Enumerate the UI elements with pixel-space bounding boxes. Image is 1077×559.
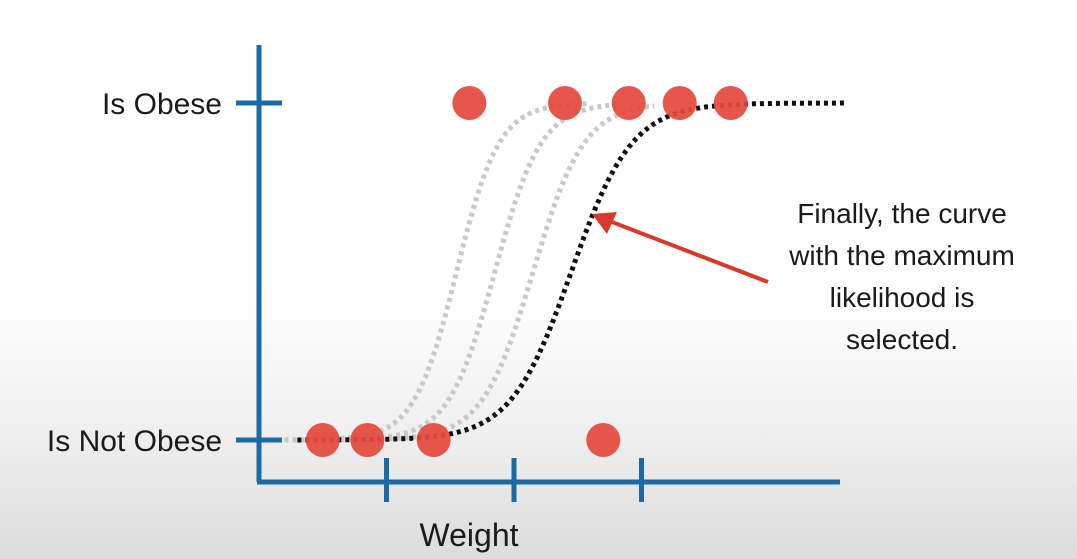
data-point-2	[350, 423, 385, 457]
x-ticks	[384, 458, 644, 502]
x-axis-label: Weight	[419, 517, 518, 553]
candidate-curve-1	[284, 101, 591, 443]
data-point-9	[713, 86, 748, 120]
data-point-8	[662, 86, 697, 120]
y-tick-label-is-not-obese: Is Not Obese	[47, 425, 222, 458]
y-tick-label-is-obese: Is Obese	[102, 88, 222, 121]
candidate-curve-2	[284, 102, 617, 443]
data-point-3	[416, 423, 451, 457]
data-point-7	[611, 86, 646, 120]
axes	[236, 45, 840, 485]
data-point-4	[586, 423, 621, 457]
annotation-arrow	[592, 212, 769, 284]
data-point-5	[452, 86, 487, 120]
annotation-line-4: selected.	[846, 324, 958, 355]
data-point-1	[305, 423, 340, 457]
annotation-line-3: likelihood is	[830, 282, 975, 313]
annotation-line-1: Finally, the curve	[797, 198, 1007, 229]
curves-layer	[284, 100, 846, 443]
candidate-curve-3	[284, 103, 655, 443]
data-point-6	[548, 86, 582, 120]
annotation-line-2: with the maximum	[788, 240, 1015, 271]
points-layer	[305, 86, 748, 457]
selected-curve	[297, 100, 846, 443]
